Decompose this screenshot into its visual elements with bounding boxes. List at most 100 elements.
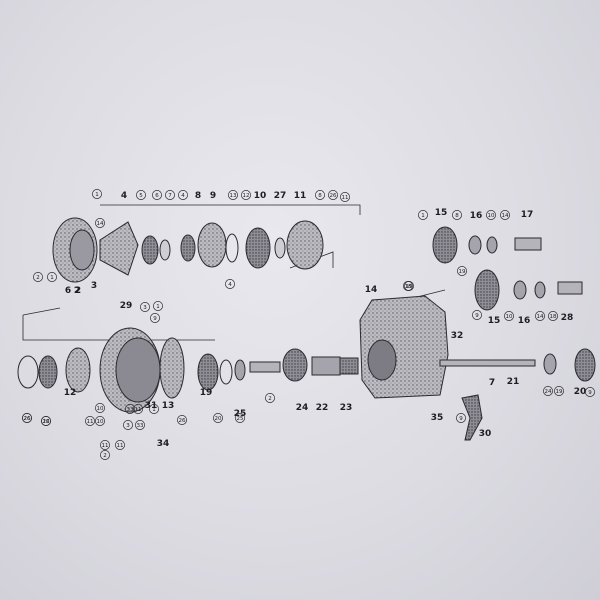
callout-ring [135,420,145,430]
top-bearing-a [468,235,482,255]
callout-ring [95,218,105,228]
gearbox-housing [359,295,596,441]
callout-ring [241,190,251,200]
callout-ring [177,415,187,425]
callout-circle: 10 [504,311,514,321]
callout-number: 11 [117,443,124,449]
output-shaft [439,359,536,367]
callout-number: 26 [330,193,337,199]
callout-circle: 11 [115,440,125,450]
callout-number: 9 [475,313,479,319]
callout-ring [404,281,414,291]
callout-circle: 12 [41,416,51,426]
input-coupling [339,357,359,375]
callout-number: 3 [126,423,130,429]
spacer [274,237,286,259]
callout-number: 26 [179,418,186,424]
callout-circle: 12 [241,190,251,200]
callout-circle: 26 [328,190,338,200]
callout-ring [535,311,545,321]
part-number-label: 2 [74,286,80,296]
callout-number: 11 [342,195,349,201]
lower-assembly [17,327,359,413]
seal-ring [225,233,239,263]
callout-circle: 33 [135,420,145,430]
callout-ring [340,192,350,202]
part-number-label: 15 [488,316,501,326]
callout-number: 7 [168,193,172,199]
part-number-label: 32 [451,331,464,341]
callout-number: 3 [143,305,147,311]
callout-ring [328,190,338,200]
callout-circle: 20 [213,413,223,423]
callout-ring [133,404,143,414]
callout-circle: 13 [228,190,238,200]
callout-ring [456,413,466,423]
part-number-label: 11 [294,191,307,201]
callout-number: 2 [36,275,40,281]
callout-ring [136,190,146,200]
callout-circle: 1 [418,210,428,220]
right-upper-parts [432,226,583,311]
callout-number: 9 [588,390,592,396]
callout-circle: 1 [153,301,163,311]
callout-number: 18 [405,284,412,290]
callout-number: 19 [406,284,413,290]
cone-housing [99,221,139,276]
callout-circle: 9 [472,310,482,320]
callout-circle: 5 [136,190,146,200]
callout-number: 33 [127,407,134,413]
callout-number: 18 [550,314,557,320]
callout-number: 12 [243,193,250,199]
part-number-label: 30 [479,429,492,439]
lower-seal-ring [17,355,39,389]
callout-ring [95,416,105,426]
part-number-label: 25 [234,409,247,419]
callout-number: 8 [318,193,322,199]
callout-ring [418,210,428,220]
part-number-label: 2 [75,286,81,296]
callout-number: 14 [537,314,544,320]
thrust-washer [219,359,233,385]
part-number-label: 24 [296,403,309,413]
part-number-label: 13 [162,401,175,411]
part-number-label: 14 [365,285,378,295]
callout-ring [452,210,462,220]
callout-number: 26 [43,419,50,425]
callout-ring [213,413,223,423]
callout-number: 26 [24,416,31,422]
callout-number: 8 [455,213,459,219]
callout-number: 1 [156,304,160,310]
part-number-label: 4 [121,191,127,201]
callout-number: 2 [103,453,107,459]
callout-ring [554,386,564,396]
part-number-label: 15 [435,208,448,218]
callout-ring [543,386,553,396]
callout-ring [165,190,175,200]
callout-circle: 19 [457,266,467,276]
lower-hub [65,347,91,393]
callout-circle: 11 [133,404,143,414]
callout-ring [41,416,51,426]
callout-ring [149,404,159,414]
callout-ring [225,279,235,289]
callout-number: 20 [215,416,222,422]
cover-flange [159,337,185,399]
callout-ring [150,313,160,323]
callout-number: 13 [230,193,237,199]
drum-ring [197,222,227,268]
callout-number: 25 [237,416,244,422]
callout-ring [92,189,102,199]
part-number-label: 7 [489,378,495,388]
callout-circle: 26 [22,413,32,423]
callout-circle: 1 [92,189,102,199]
shaft-gear [574,348,596,382]
callout-circle: 1 [47,272,57,282]
part-number-label: 9 [210,191,216,201]
callout-circle: 4 [225,279,235,289]
callout-ring [140,302,150,312]
part-number-label: 6 [65,286,71,296]
callout-ring [486,210,496,220]
mid-gear-b [474,269,500,311]
